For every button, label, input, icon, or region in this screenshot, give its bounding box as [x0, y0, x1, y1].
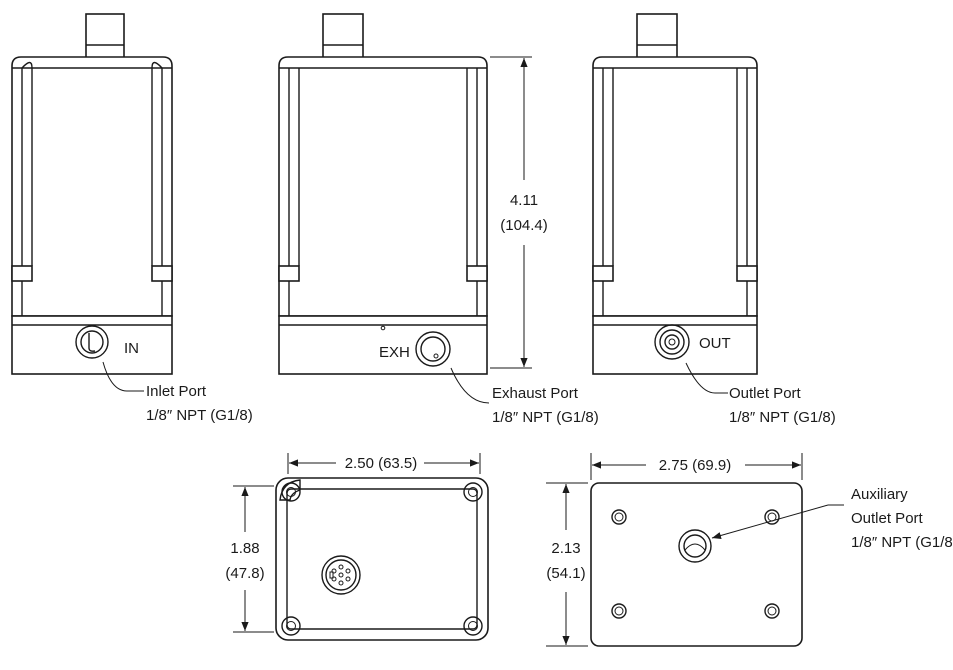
outlet-callout-size: 1/8″ NPT (G1/8): [729, 409, 836, 426]
mounting-hole-bottom-right: [764, 603, 780, 619]
mounting-hole-top-left: [611, 509, 627, 525]
electrical-connector: [321, 555, 361, 595]
outlet-callout-name: Outlet Port: [729, 385, 802, 402]
exhaust-callout-size: 1/8″ NPT (G1/8): [492, 409, 599, 426]
mounting-bottom-view: Auxiliary Outlet Port 1/8″ NPT (G1/8) 2.…: [546, 453, 953, 647]
inlet-port-fitting: [75, 325, 109, 359]
height-dimension-mm: (104.4): [500, 217, 548, 234]
inlet-port-label: IN: [124, 340, 139, 357]
corner-screw-bottom-left: [281, 616, 301, 636]
corner-screw-top-left: [279, 479, 301, 502]
exhaust-side-view: EXH Exhaust Port 1/8″ NPT (G1/8) 4.11 (1…: [278, 13, 599, 426]
auxiliary-callout-line2: Outlet Port: [851, 510, 924, 527]
connector-depth-dimension: 1.88 (47.8): [225, 485, 274, 633]
mounting-depth-dimension: 2.13 (54.1): [546, 482, 588, 647]
mounting-width-dimension: 2.75 (69.9): [590, 453, 803, 480]
mounting-depth-inches: 2.13: [551, 540, 580, 557]
connector-view-outline: [275, 477, 489, 641]
outlet-view-top-fitting: [636, 13, 678, 59]
mounting-width-label: 2.75 (69.9): [659, 457, 732, 474]
inlet-callout-leader: [102, 361, 144, 392]
connector-depth-inches: 1.88: [230, 540, 259, 557]
mounting-hole-bottom-left: [611, 603, 627, 619]
exhaust-callout-leader: [450, 367, 490, 404]
mounting-depth-mm: (54.1): [546, 565, 585, 582]
connector-bottom-view: 2.50 (63.5) 1.88 (47.8): [225, 453, 489, 641]
inlet-callout-size: 1/8″ NPT (G1/8): [146, 407, 253, 424]
outlet-view-housing: [592, 56, 758, 317]
connector-depth-mm: (47.8): [225, 565, 264, 582]
mounting-view-outline: [590, 482, 803, 647]
auxiliary-callout-line1: Auxiliary: [851, 486, 908, 503]
outlet-port-label: OUT: [699, 335, 731, 352]
auxiliary-callout-leader: [711, 504, 844, 539]
exhaust-view-top-fitting: [322, 13, 364, 59]
inlet-view-top-fitting: [85, 13, 125, 59]
corner-screw-bottom-right: [463, 616, 483, 636]
connector-width-dimension: 2.50 (63.5): [287, 453, 481, 474]
indicator-dot: [380, 325, 386, 331]
connector-width-label: 2.50 (63.5): [345, 455, 418, 472]
outlet-port-fitting: [654, 324, 690, 360]
exhaust-port-fitting: [415, 331, 451, 367]
exhaust-port-label: EXH: [379, 344, 410, 361]
auxiliary-callout-line3: 1/8″ NPT (G1/8): [851, 534, 953, 551]
exhaust-callout-name: Exhaust Port: [492, 385, 579, 402]
corner-screw-top-right: [463, 482, 483, 502]
auxiliary-outlet-port: [678, 529, 712, 563]
inlet-view-housing: [11, 56, 173, 317]
outlet-callout-leader: [685, 362, 728, 394]
inlet-callout-name: Inlet Port: [146, 383, 207, 400]
height-dimension-inches: 4.11: [510, 192, 538, 209]
height-dimension: 4.11 (104.4): [490, 56, 548, 369]
outlet-side-view: OUT Outlet Port 1/8″ NPT (G1/8): [592, 13, 836, 426]
exhaust-view-housing: [278, 56, 488, 317]
inlet-side-view: IN Inlet Port 1/8″ NPT (G1/8): [11, 13, 253, 424]
